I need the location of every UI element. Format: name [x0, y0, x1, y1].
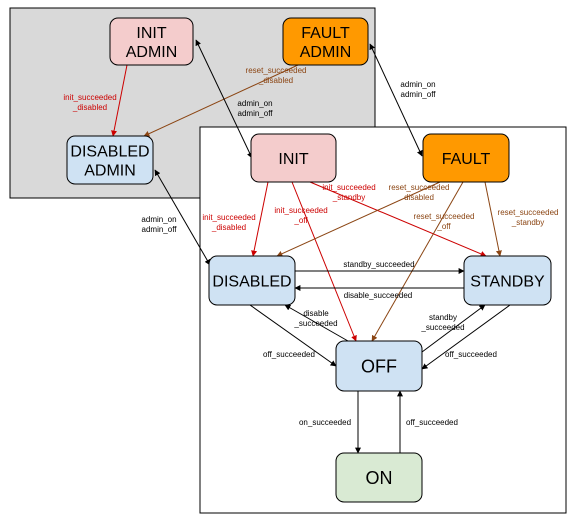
transition-arrow [484, 181, 502, 257]
state-label: DISABLED [212, 273, 291, 290]
transition-label: standby_succeeded [343, 260, 414, 269]
transition-label: off_succeeded [406, 418, 458, 427]
transition-label: reset_succeeded [498, 208, 559, 217]
transition-label: init_succeeded [274, 206, 327, 215]
transition-label: init_succeeded [322, 183, 375, 192]
state-box [66, 135, 154, 185]
state-fault: FAULT [422, 133, 510, 183]
transition-labels: init_succeeded_disabledreset_succeeded_d… [63, 66, 558, 427]
transition-label: _standby [332, 193, 365, 202]
state-init: INIT [250, 133, 337, 183]
transition-label: admin_on [400, 80, 435, 89]
transition-label: admin_on [237, 99, 272, 108]
state-disabled: DISABLED [208, 255, 296, 306]
state-label: INIT [136, 25, 166, 42]
transition-label: disable_succeeded [344, 291, 413, 300]
transition-label: _off [293, 216, 308, 225]
state-init-admin: INIT ADMIN [109, 17, 194, 66]
state-fault-admin: FAULT ADMIN [282, 17, 369, 66]
state-box [109, 17, 194, 66]
transition-arrow [195, 39, 253, 159]
transition-label: disable [303, 309, 329, 318]
state-disabled-admin: DISABLED ADMIN [66, 135, 154, 185]
state-box [282, 17, 369, 66]
transition-arrow [369, 43, 423, 157]
transition-arrow [251, 181, 269, 257]
transition-label: on_succeeded [299, 418, 351, 427]
state-box [335, 452, 423, 503]
transition-label: off_succeeded [445, 350, 497, 359]
transitions [111, 39, 511, 454]
transition-label: reset_succeeded [389, 183, 450, 192]
transition-label: reset_succeeded [414, 212, 475, 221]
transition-label: admin_on [141, 215, 176, 224]
transition-arrow [309, 181, 487, 257]
transition-arrow [249, 304, 337, 367]
transition-label: admin_off [238, 109, 274, 118]
state-box [422, 133, 510, 183]
transition-label: init_succeeded [63, 93, 116, 102]
transition-arrow [276, 181, 441, 257]
transition-label: init_succeeded [202, 213, 255, 222]
state-label: INIT [278, 151, 308, 168]
transition-label: reset_succeeded [246, 66, 307, 75]
state-label: ADMIN [300, 44, 352, 61]
transition-arrow [284, 304, 349, 342]
state-label: FAULT [442, 151, 491, 168]
state-label: ADMIN [84, 162, 136, 179]
transition-label: admin_off [142, 225, 178, 234]
state-box [250, 133, 337, 183]
state-box [463, 255, 552, 306]
state-label: OFF [361, 356, 397, 376]
state-on: ON [335, 452, 423, 503]
transition-arrow [291, 181, 357, 342]
states: INIT ADMIN FAULT ADMIN DISABLED ADMIN INIT FAUL… [66, 17, 552, 503]
transition-arrow [421, 304, 511, 370]
operational-panel [199, 126, 567, 514]
transition-label: off_succeeded [263, 350, 315, 359]
transition-label: _standby [511, 218, 544, 227]
transition-label: _disabled [258, 76, 293, 85]
transition-label: _disabled [211, 223, 246, 232]
transition-arrow [371, 181, 464, 342]
transition-arrow [421, 304, 486, 353]
state-label: ADMIN [126, 44, 178, 61]
state-box [335, 340, 423, 392]
transition-label: admin_off [401, 90, 437, 99]
state-off: OFF [335, 340, 423, 392]
state-box [208, 255, 296, 306]
transition-label: _succeeded [293, 319, 337, 328]
transition-label: standby [429, 313, 457, 322]
state-label: FAULT [301, 25, 350, 42]
state-label: ON [366, 468, 393, 488]
transition-arrow [154, 169, 211, 266]
transition-label: _off [436, 222, 451, 231]
transition-label: _disabled [72, 103, 107, 112]
state-standby: STANDBY [463, 255, 552, 306]
state-label: STANDBY [470, 273, 545, 290]
state-label: DISABLED [70, 143, 149, 160]
transition-label: _succeeded [420, 323, 464, 332]
transition-arrow [111, 64, 128, 137]
transition-label: disabled [404, 193, 434, 202]
